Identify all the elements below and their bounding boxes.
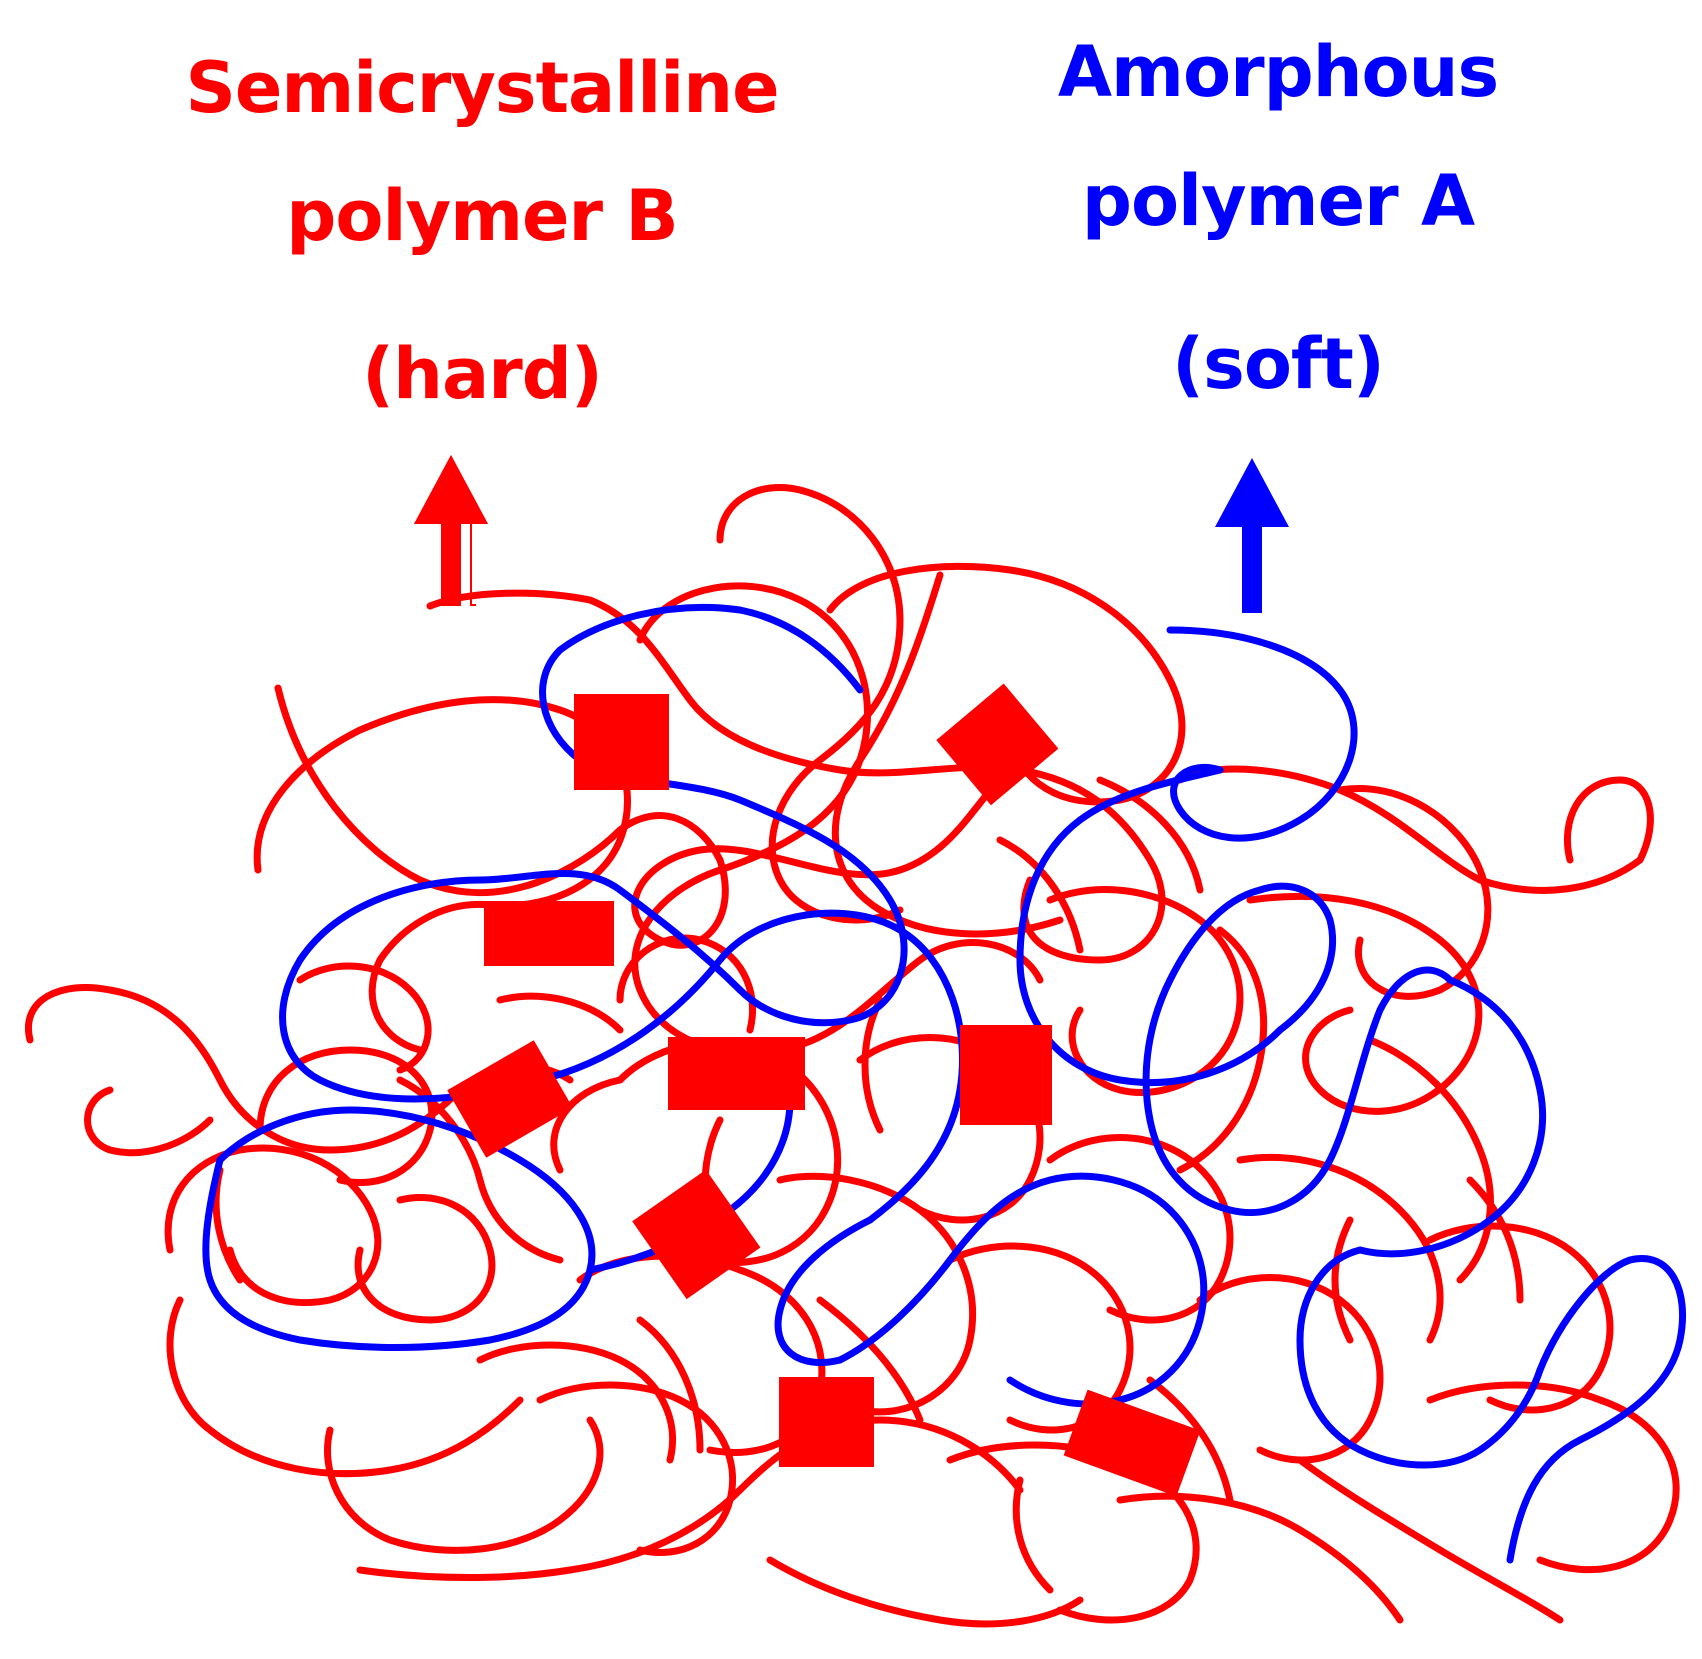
- amorphous-label-line3: (soft): [1172, 323, 1384, 405]
- semicrystalline-label: Semicrystalline polymer B (hard): [185, 47, 779, 415]
- up-arrow-icon: [414, 455, 488, 606]
- amorphous-label: Amorphous polymer A (soft): [1058, 31, 1499, 405]
- crystal-lamella: [447, 1040, 573, 1158]
- crystalline-lamellae: [447, 683, 1201, 1497]
- amorphous-label-line1: Amorphous: [1058, 31, 1498, 113]
- crystal-lamella: [1063, 1389, 1201, 1497]
- crystal-lamella: [936, 683, 1059, 806]
- semicrystalline-label-line3: (hard): [362, 333, 602, 415]
- up-arrow-icon: [1215, 458, 1289, 613]
- semicrystalline-label-line2: polymer B: [286, 175, 677, 257]
- crystal-lamella: [668, 1037, 805, 1110]
- semicrystalline-label-line1: Semicrystalline: [185, 47, 778, 129]
- crystal-lamella: [484, 901, 614, 966]
- crystal-lamella: [779, 1377, 874, 1467]
- crystal-lamella: [574, 694, 669, 790]
- amorphous-label-line2: polymer A: [1082, 160, 1475, 242]
- crystal-lamella: [632, 1169, 761, 1300]
- amorphous-chains: [202, 603, 1687, 1564]
- crystal-lamella: [960, 1025, 1052, 1125]
